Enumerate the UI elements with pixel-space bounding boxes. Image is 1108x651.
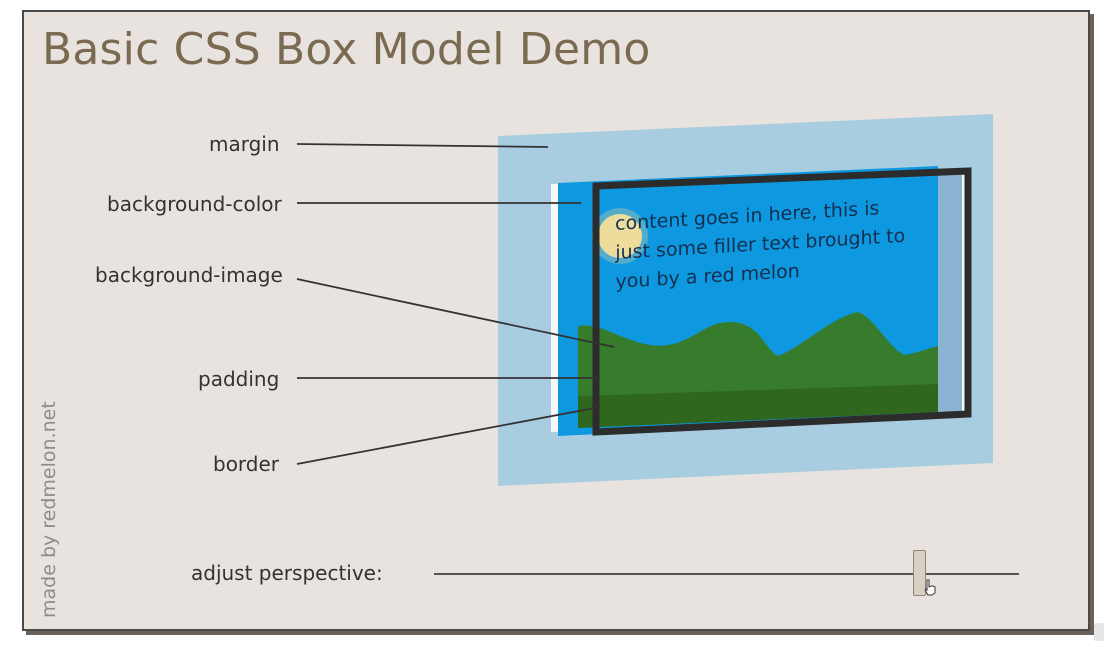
border-leader-line [296, 406, 601, 465]
perspective-slider-thumb[interactable] [913, 550, 927, 596]
sun-shape [598, 214, 642, 258]
page-title: Basic CSS Box Model Demo [42, 24, 651, 75]
demo-content-text: content goes in here, this is just some … [615, 197, 906, 293]
border-label: border [213, 452, 280, 476]
sun-glow [592, 208, 648, 264]
hills-shadow [578, 384, 938, 428]
credit-text: made by redmelon.net [38, 401, 60, 618]
background-image-leader-line [296, 278, 615, 348]
background-side-strip [938, 169, 962, 416]
resize-handle[interactable] [1094, 623, 1104, 641]
perspective-slider-label: adjust perspective: [191, 561, 383, 585]
border-frame [592, 167, 972, 436]
perspective-slider-track[interactable] [434, 573, 1019, 575]
margin-label: margin [209, 132, 280, 156]
hand-cursor-icon [924, 579, 936, 596]
padding-label: padding [198, 367, 280, 391]
margin-leader-line [296, 143, 549, 148]
background-image-label: background-image [95, 263, 283, 287]
background-color-label: background-color [107, 192, 282, 216]
